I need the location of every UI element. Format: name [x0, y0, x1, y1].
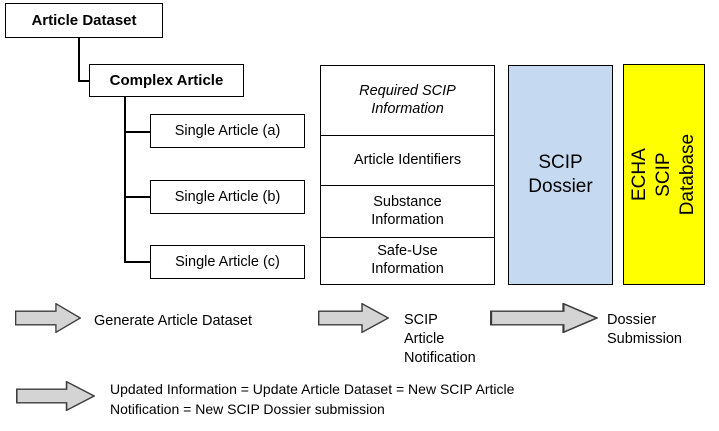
scip-row-label: Article Identifiers: [353, 151, 462, 168]
article-dataset-box[interactable]: Article Dataset: [5, 3, 163, 38]
generate-article-dataset-arrow-icon: [15, 303, 81, 333]
single-article-a-label: Single Article (a): [174, 122, 281, 139]
complex-article-label: Complex Article: [109, 71, 224, 89]
connector-branch-c: [124, 261, 152, 263]
connector-branch-b: [124, 196, 152, 198]
scip-table-header-label: Required SCIP Information: [359, 83, 456, 117]
updated-information-arrow-icon: [16, 381, 95, 411]
dossier-submission-arrow-icon: [490, 303, 598, 333]
scip-row-label: Substance Information: [371, 194, 444, 228]
connector-root-vertical: [78, 38, 80, 81]
scip-article-notification-arrow-icon: [318, 303, 389, 333]
scip-article-notification-caption: SCIP Article Notification: [404, 312, 476, 367]
scip-table-row-article-identifiers[interactable]: Article Identifiers: [321, 136, 494, 186]
scip-table-header-cell: Required SCIP Information: [321, 66, 494, 136]
echa-scip-database-box[interactable]: ECHA SCIP Database: [623, 64, 705, 285]
required-scip-information-table: Required SCIP Information Article Identi…: [320, 65, 495, 285]
single-article-c-label: Single Article (c): [175, 253, 280, 270]
single-article-b-label: Single Article (b): [174, 188, 281, 205]
scip-dossier-label: SCIP Dossier: [528, 152, 593, 197]
echa-scip-database-label: ECHA SCIP Database: [629, 133, 698, 216]
updated-information-caption: Updated Information = Update Article Dat…: [110, 381, 515, 418]
scip-dossier-box[interactable]: SCIP Dossier: [508, 65, 613, 285]
dossier-submission-caption: Dossier Submission: [607, 312, 682, 348]
connector-root-to-complex: [78, 80, 91, 82]
connector-branch-a: [124, 131, 152, 133]
scip-table-row-substance-information[interactable]: Substance Information: [321, 186, 494, 238]
connector-complex-trunk: [124, 97, 127, 262]
generate-article-dataset-caption: Generate Article Dataset: [94, 313, 252, 329]
scip-row-label: Safe-Use Information: [371, 243, 444, 277]
single-article-c-box[interactable]: Single Article (c): [150, 245, 305, 279]
single-article-a-box[interactable]: Single Article (a): [150, 114, 305, 148]
scip-table-row-safe-use-information[interactable]: Safe-Use Information: [321, 238, 494, 283]
article-dataset-label: Article Dataset: [31, 11, 137, 29]
single-article-b-box[interactable]: Single Article (b): [150, 180, 305, 214]
complex-article-box[interactable]: Complex Article: [89, 64, 244, 97]
